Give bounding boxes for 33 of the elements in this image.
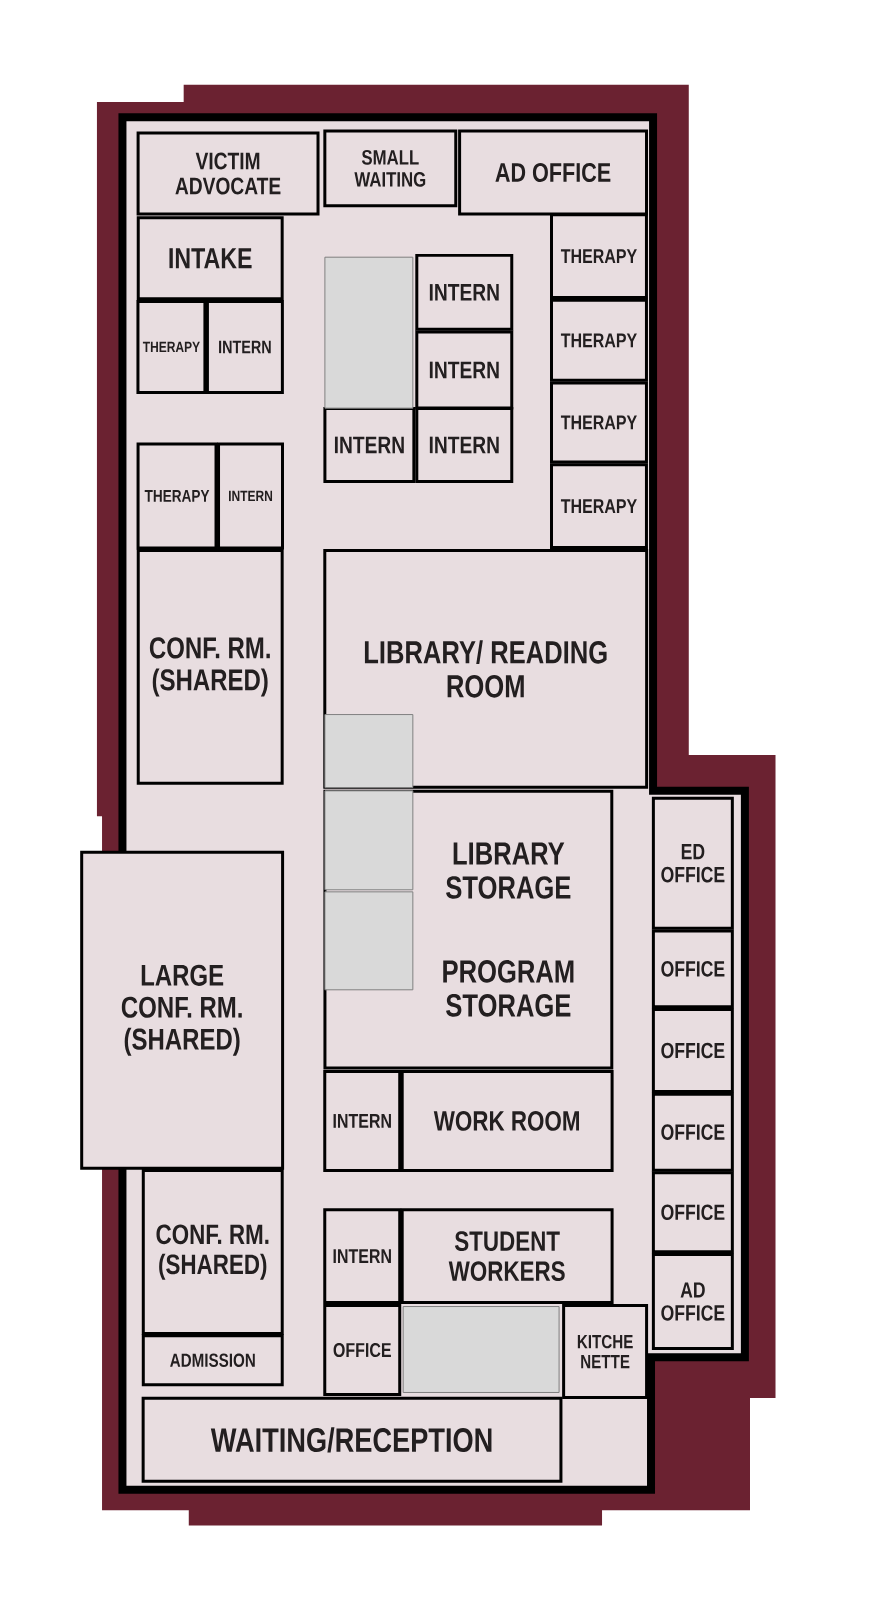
room: OFFICE: [652, 1171, 735, 1254]
room: LIBRARY/ READING ROOM: [323, 548, 649, 789]
fixture-block: [324, 790, 414, 891]
room: INTERN: [323, 406, 416, 483]
room: THERAPY: [550, 213, 649, 300]
room: OFFICE: [323, 1304, 402, 1396]
fixture-block: [324, 891, 414, 991]
room: INTERN: [415, 330, 514, 410]
room: INTAKE: [136, 216, 284, 301]
room: AD OFFICE: [652, 1253, 735, 1350]
room: INTERN: [323, 1069, 402, 1172]
room: VICTIM ADVOCATE: [136, 131, 320, 216]
room: THERAPY: [550, 381, 649, 464]
room: OFFICE: [652, 929, 735, 1009]
room: INTERN: [415, 253, 514, 331]
room: OFFICE: [652, 1092, 735, 1172]
room: THERAPY: [550, 463, 649, 550]
room: SMALL WAITING: [323, 129, 458, 208]
room: INTERN: [415, 406, 514, 483]
room: THERAPY: [136, 442, 218, 550]
room: AD OFFICE: [458, 129, 649, 216]
room: ADMISSION: [142, 1334, 284, 1387]
room: THERAPY: [550, 298, 649, 382]
room: INTERN: [217, 442, 285, 550]
room: KITCHE NETTE: [562, 1304, 649, 1399]
room: INTERN: [323, 1208, 402, 1305]
room: OFFICE: [652, 1008, 735, 1093]
room: INTERN: [206, 299, 285, 394]
room: THERAPY: [136, 299, 207, 394]
fixture-block: [402, 1306, 560, 1393]
fixture-block: [324, 256, 414, 409]
fixture-block: [324, 714, 414, 788]
room: ED OFFICE: [652, 796, 735, 930]
